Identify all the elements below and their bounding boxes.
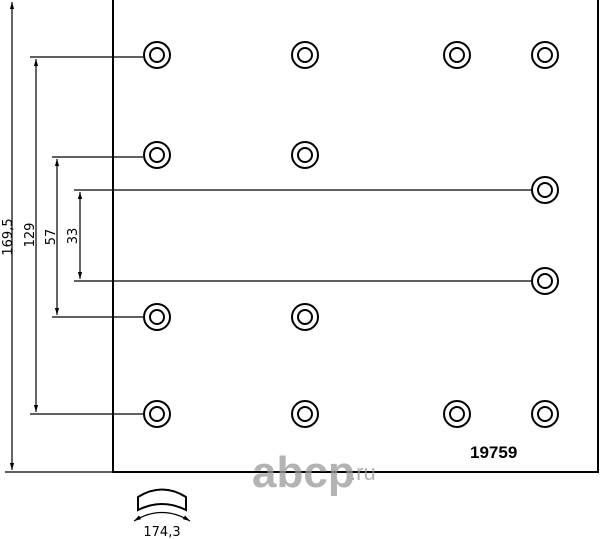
watermark: abcp .ru bbox=[252, 448, 376, 497]
part-number: 19759 bbox=[470, 443, 517, 462]
arc-profile-icon bbox=[133, 488, 191, 522]
dim-inner-holes: 57 bbox=[44, 229, 59, 246]
dim-outer-holes: 129 bbox=[23, 223, 38, 248]
dimension-lines bbox=[5, 1, 532, 473]
svg-text:.ru: .ru bbox=[350, 460, 376, 485]
rivet-holes bbox=[143, 41, 559, 428]
svg-text:abcp: abcp bbox=[252, 448, 355, 497]
lining-outline bbox=[112, 0, 599, 473]
dim-center-holes: 33 bbox=[66, 228, 81, 245]
dim-arc-length: 174,3 bbox=[143, 525, 180, 539]
dim-total-height: 169,5 bbox=[1, 218, 16, 255]
